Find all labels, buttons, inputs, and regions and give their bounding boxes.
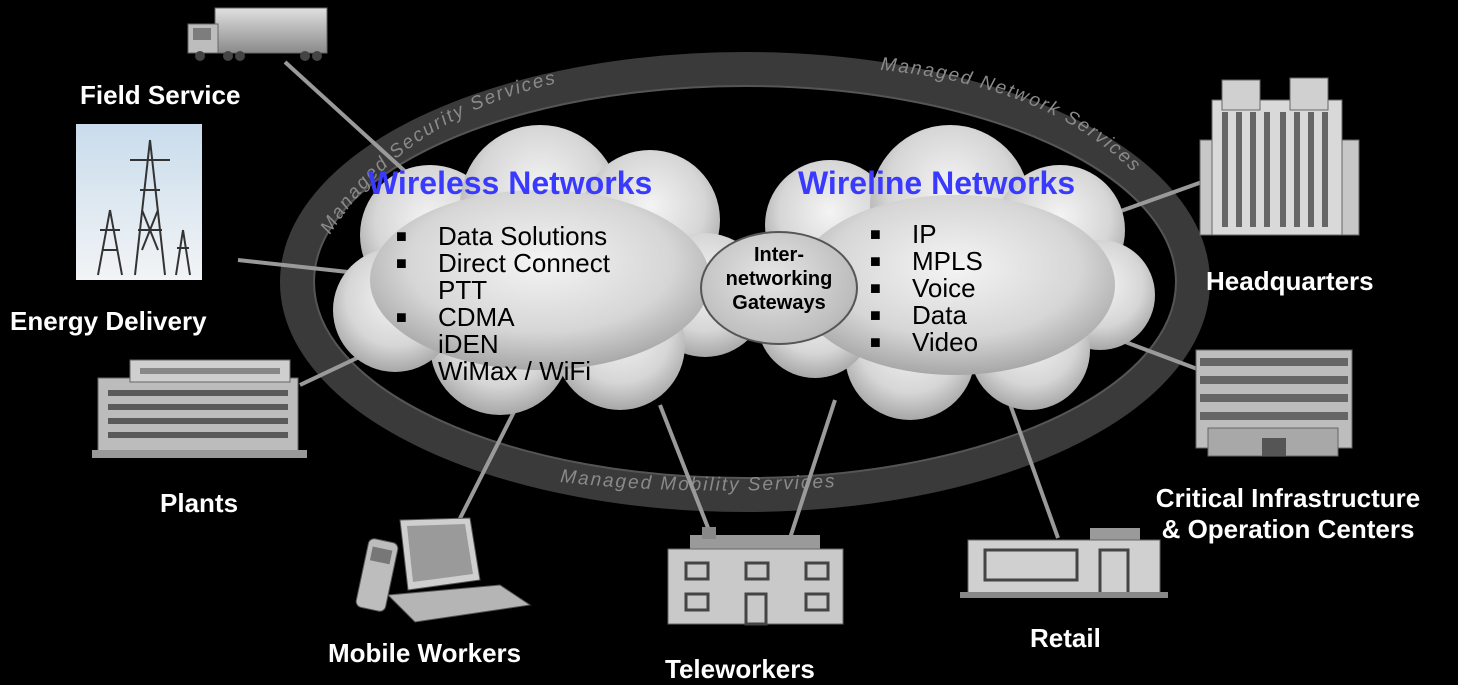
list-item: WiMax / WiFi [438, 356, 592, 386]
list-item: PTT [438, 275, 488, 305]
list-item: ■Data [870, 300, 967, 330]
gateway-line-1: Inter- [754, 244, 804, 266]
label-critical-infrastructure: Critical Infrastructure & Operation Cent… [1125, 483, 1451, 545]
list-item: ■Voice [870, 273, 976, 303]
laptop-phone-icon [355, 517, 532, 623]
truck-icon [187, 7, 328, 61]
label-plants: Plants [160, 488, 239, 518]
label-mobile-workers: Mobile Workers [328, 638, 522, 668]
wireless-cloud [333, 125, 767, 415]
list-item: ■CDMA [396, 302, 515, 332]
connector-critical [1119, 338, 1201, 372]
managed-services-ring [280, 52, 1210, 512]
connector-retail [1003, 389, 1060, 539]
label-retail: Retail [1030, 623, 1101, 653]
critical-line-2: & Operation Centers [1161, 514, 1415, 544]
list-item: ■Video [870, 327, 979, 357]
skyscraper-icon [1199, 77, 1360, 236]
plant-building-icon [92, 359, 307, 458]
critical-line-1: Critical Infrastructure [1155, 483, 1421, 513]
label-headquarters: Headquarters [1206, 266, 1374, 296]
store-icon [960, 528, 1168, 598]
list-item: iDEN [438, 329, 499, 359]
label-energy-delivery: Energy Delivery [10, 306, 207, 336]
connector-energy [237, 258, 349, 274]
connector-field-service [283, 60, 422, 187]
internetworking-gateways-bubble: Inter- networking Gateways [700, 231, 858, 345]
connector-tele-right [788, 399, 837, 539]
office-building-icon [1195, 349, 1353, 457]
connector-tele-left [658, 404, 714, 539]
list-item: ■Direct Connect [396, 248, 610, 278]
wireless-list: ■Data Solutions ■Direct Connect PTT ■CDM… [392, 223, 610, 385]
label-field-service: Field Service [80, 80, 241, 110]
ring-inner-edge [313, 85, 1177, 479]
house-icon [667, 527, 844, 626]
gateway-line-3: Gateways [732, 292, 826, 314]
wireless-networks-title: Wireless Networks [368, 165, 653, 201]
gateway-line-2: networking [725, 268, 833, 290]
power-tower-image [76, 124, 202, 280]
wireline-list: ■IP ■MPLS ■Voice ■Data ■Video [866, 221, 983, 356]
wireline-networks-title: Wireline Networks [798, 165, 1076, 201]
list-item: ■Data Solutions [396, 221, 608, 251]
label-teleworkers: Teleworkers [665, 654, 815, 684]
list-item: ■MPLS [870, 246, 983, 276]
list-item: ■IP [870, 219, 937, 249]
